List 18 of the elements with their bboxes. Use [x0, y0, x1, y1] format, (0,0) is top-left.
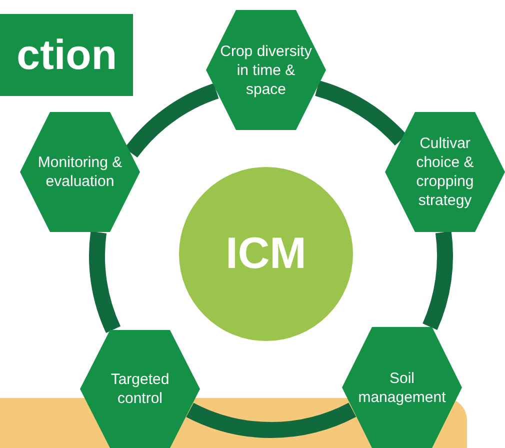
hexagon-node: [20, 112, 140, 232]
hexagon-label: Targeted control: [110, 370, 170, 408]
hexagon-node: [80, 330, 200, 448]
ring-connector: [124, 83, 220, 158]
ring-connector: [422, 232, 453, 330]
hexagon-label: Cultivar choice & cropping strategy: [415, 134, 475, 210]
title-banner: [0, 14, 133, 96]
hexagon-label: Monitoring & evaluation: [36, 153, 124, 191]
center-label: ICM: [226, 232, 306, 276]
hexagon-label: Crop diversity in time & space: [219, 42, 313, 98]
ring-connector: [186, 402, 356, 438]
ring-connector: [314, 80, 407, 146]
ring-connector: [89, 232, 121, 333]
hexagon-node: [206, 10, 326, 130]
title-text: ction: [16, 34, 117, 76]
hexagon-node: [342, 327, 462, 448]
hexagon-label: Soil management: [357, 368, 447, 406]
hexagon-node: [385, 112, 505, 232]
